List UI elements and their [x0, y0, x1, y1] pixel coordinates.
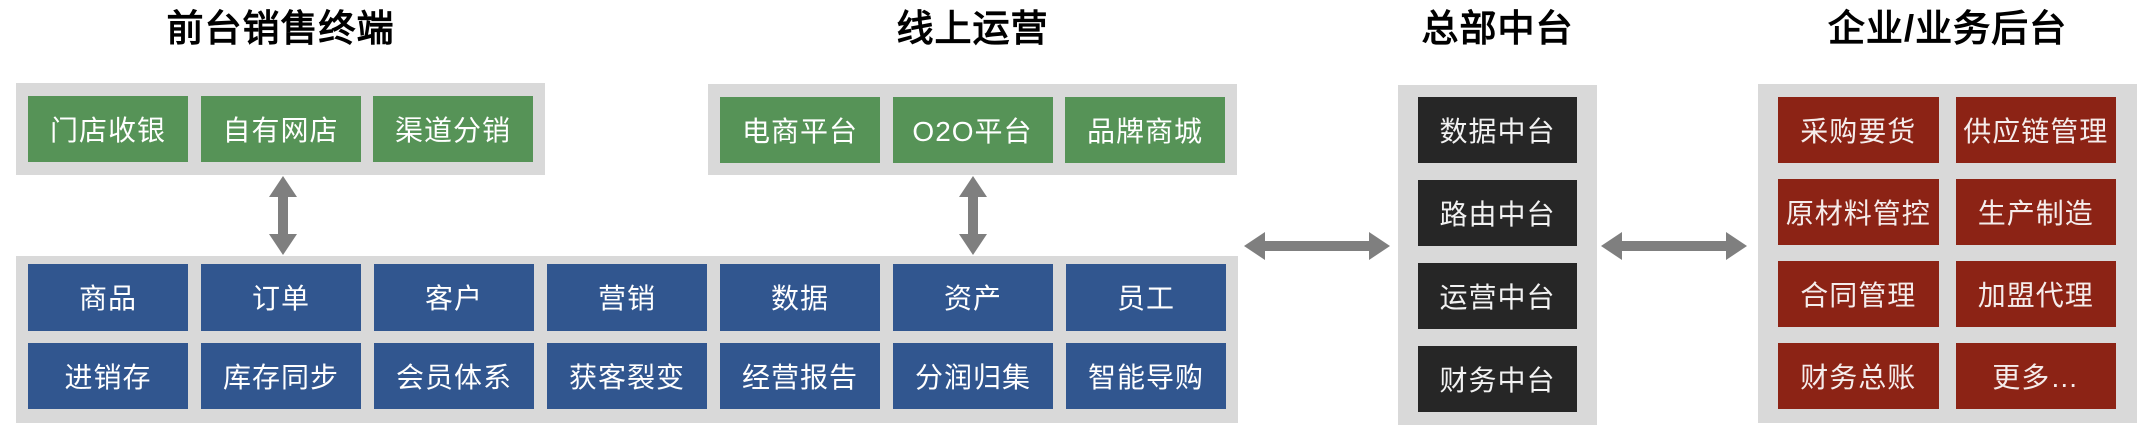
online-operations-box: 电商平台 [720, 96, 880, 163]
capability-box: 员工 [1066, 264, 1226, 331]
section-title-headquarters-middle: 总部中台 [1421, 8, 1574, 49]
capability-box: 会员体系 [374, 342, 534, 409]
capability-box: 分润归集 [893, 342, 1053, 409]
backend-box: 生产制造 [1955, 179, 2116, 245]
front-terminal-panel: 门店收银 自有网店 渠道分销 [16, 83, 545, 175]
section-title-front-terminal: 前台销售终端 [166, 8, 395, 49]
capability-box: 营销 [547, 264, 707, 331]
capability-box: 经营报告 [720, 342, 880, 409]
online-operations-box: 品牌商城 [1065, 96, 1225, 163]
middle-platform-box: 财务中台 [1418, 346, 1577, 412]
middle-platform-box: 路由中台 [1418, 180, 1577, 246]
capability-platform-panel: 商品 订单 客户 营销 数据 资产 员工 进销存 库存同步 会员体系 获客裂变 … [16, 256, 1238, 423]
capability-box: 库存同步 [201, 342, 361, 409]
backend-box: 合同管理 [1778, 261, 1939, 327]
section-title-enterprise-backend: 企业/业务后台 [1827, 8, 2068, 49]
front-terminal-box: 自有网店 [200, 96, 361, 162]
backend-box: 采购要货 [1778, 97, 1939, 163]
middle-platform-box: 数据中台 [1418, 97, 1577, 163]
capability-box: 资产 [893, 264, 1053, 331]
capability-box: 数据 [720, 264, 880, 331]
capability-box: 订单 [201, 264, 361, 331]
capability-box: 智能导购 [1066, 342, 1226, 409]
front-terminal-box: 门店收银 [28, 96, 188, 162]
capability-box: 进销存 [28, 342, 188, 409]
backend-box: 原材料管控 [1778, 179, 1939, 245]
backend-box: 财务总账 [1778, 343, 1939, 409]
double-arrow-horizontal-icon [1601, 232, 1747, 260]
capability-box: 商品 [28, 264, 188, 331]
enterprise-backend-panel: 采购要货 供应链管理 原材料管控 生产制造 合同管理 加盟代理 财务总账 更多… [1758, 84, 2137, 423]
headquarters-middle-panel: 数据中台 路由中台 运营中台 财务中台 [1398, 85, 1597, 425]
capability-box: 客户 [374, 264, 534, 331]
double-arrow-vertical-icon [269, 176, 297, 255]
backend-box: 加盟代理 [1955, 261, 2116, 327]
backend-box: 供应链管理 [1955, 97, 2116, 163]
online-operations-panel: 电商平台 O2O平台 品牌商城 [708, 84, 1237, 175]
double-arrow-horizontal-icon [1244, 232, 1390, 260]
backend-box: 更多… [1955, 343, 2116, 409]
online-operations-box: O2O平台 [892, 96, 1053, 163]
section-title-online-operations: 线上运营 [896, 8, 1049, 49]
double-arrow-vertical-icon [959, 176, 987, 255]
middle-platform-box: 运营中台 [1418, 263, 1577, 329]
front-terminal-box: 渠道分销 [373, 96, 533, 162]
capability-box: 获客裂变 [547, 342, 707, 409]
